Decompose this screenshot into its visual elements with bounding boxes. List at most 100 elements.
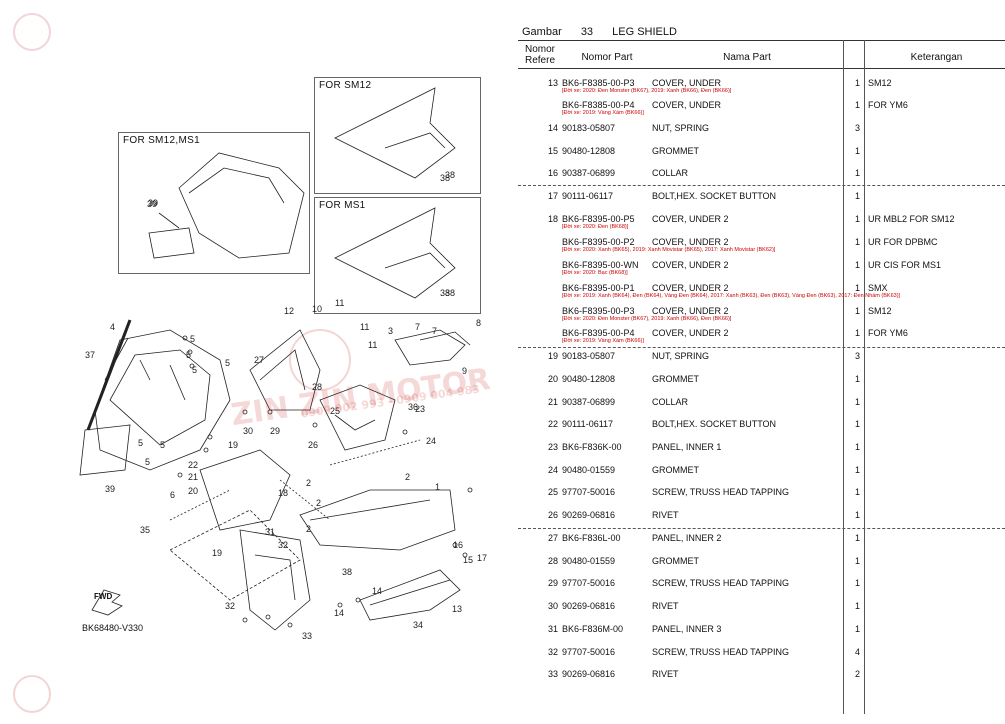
figure-code: BK68480-V330 — [82, 623, 144, 633]
quantity: 1 — [854, 214, 860, 224]
callout-number: 1 — [435, 482, 441, 492]
part-number: 90269-06816 — [562, 510, 616, 520]
ref-no: 18 — [547, 214, 558, 224]
inset-ms1-title: FOR MS1 — [319, 200, 366, 211]
part-name: RIVET — [652, 669, 679, 679]
part-number: 97707-50016 — [562, 578, 616, 588]
quantity: 1 — [854, 237, 860, 247]
part-name: COVER, UNDER 2 — [652, 260, 729, 270]
inset-sm12-drawing — [334, 87, 456, 179]
group-separator — [518, 185, 1005, 186]
quantity: 1 — [854, 624, 860, 634]
part-number: 90480-12808 — [562, 146, 616, 156]
part-number: 90183-05807 — [562, 123, 616, 133]
callout-number: 2 — [405, 472, 411, 482]
quantity: 1 — [854, 146, 860, 156]
parts-table: Gambar 33 LEG SHIELD Nomor Refere Nomor … — [518, 0, 1005, 724]
callout-number: 11 — [335, 298, 345, 308]
quantity: 1 — [854, 510, 860, 520]
model-note: [Đời xe: 2020: Đen (BK68)] — [562, 224, 629, 230]
quantity: 3 — [854, 123, 860, 133]
col-name: Nama Part — [723, 52, 771, 63]
part-name: COVER, UNDER 2 — [652, 306, 729, 316]
callout-number: 38 — [440, 173, 451, 183]
part-number: 90480-12808 — [562, 374, 616, 384]
part-name: COVER, UNDER — [652, 78, 722, 88]
callout-number: 2 — [316, 498, 322, 508]
callout-number: 13 — [452, 604, 463, 614]
part-name: COVER, UNDER 2 — [652, 214, 729, 224]
part-number: 90387-06899 — [562, 397, 616, 407]
callout-number: 7 — [432, 326, 438, 336]
remark: SM12 — [868, 306, 892, 316]
part-name: SCREW, TRUSS HEAD TAPPING — [652, 647, 790, 657]
callout-number: 6 — [170, 490, 176, 500]
ref-no: 31 — [547, 624, 558, 634]
callout-number: 27 — [254, 355, 265, 365]
callout-number: 26 — [308, 440, 319, 450]
callout-number: 5 — [192, 365, 198, 375]
model-note: [Đời xe: 2020: Đen Monster (BK67), 2019:… — [562, 316, 732, 322]
part-name: BOLT,HEX. SOCKET BUTTON — [652, 191, 777, 201]
callout-number: 5 — [160, 440, 166, 450]
callout-number: 17 — [477, 553, 488, 563]
part-number: 90480-01559 — [562, 465, 616, 475]
part-name: NUT, SPRING — [652, 351, 710, 361]
quantity: 1 — [854, 374, 860, 384]
part-name: COVER, UNDER 2 — [652, 237, 729, 247]
ref-no: 15 — [547, 146, 558, 156]
remark: UR MBL2 FOR SM12 — [868, 214, 955, 224]
inset-sm12-ms1-title: FOR SM12,MS1 — [123, 135, 200, 146]
callout-number: 38 — [440, 288, 451, 298]
callout-number: 25 — [330, 406, 341, 416]
col-ref: Nomor Refere — [524, 44, 555, 66]
callout-number: 14 — [334, 608, 345, 618]
part-number: 90269-06816 — [562, 601, 616, 611]
ref-no: 33 — [547, 669, 558, 679]
callout-number: 39 — [105, 484, 116, 494]
quantity: 1 — [854, 578, 860, 588]
quantity: 1 — [854, 78, 860, 88]
part-name: COLLAR — [652, 168, 689, 178]
callout-number: 39 — [148, 198, 159, 208]
quantity: 1 — [854, 601, 860, 611]
callout-number: 29 — [270, 426, 281, 436]
callout-number: 35 — [140, 525, 151, 535]
part-number: BK6-F8385-00-P4 — [562, 100, 635, 110]
callout-number: 5 — [138, 438, 144, 448]
part-name: COVER, UNDER 2 — [652, 328, 729, 338]
part-name: COVER, UNDER 2 — [652, 283, 729, 293]
group-separator — [518, 347, 1005, 348]
quantity: 1 — [854, 191, 860, 201]
ref-no: 30 — [547, 601, 558, 611]
ref-no: 22 — [547, 419, 558, 429]
part-name: PANEL, INNER 2 — [652, 533, 722, 543]
callout-number: 5 — [186, 350, 192, 360]
callout-number: 24 — [426, 436, 437, 446]
quantity: 1 — [854, 465, 860, 475]
quantity: 1 — [854, 283, 860, 293]
quantity: 1 — [854, 306, 860, 316]
callout-38: 38 — [445, 170, 456, 180]
group-separator — [518, 528, 1005, 529]
part-name: GROMMET — [652, 556, 699, 566]
quantity: 1 — [854, 442, 860, 452]
quantity: 1 — [854, 487, 860, 497]
quantity: 1 — [854, 556, 860, 566]
callout-number: 23 — [415, 404, 426, 414]
quantity: 1 — [854, 533, 860, 543]
